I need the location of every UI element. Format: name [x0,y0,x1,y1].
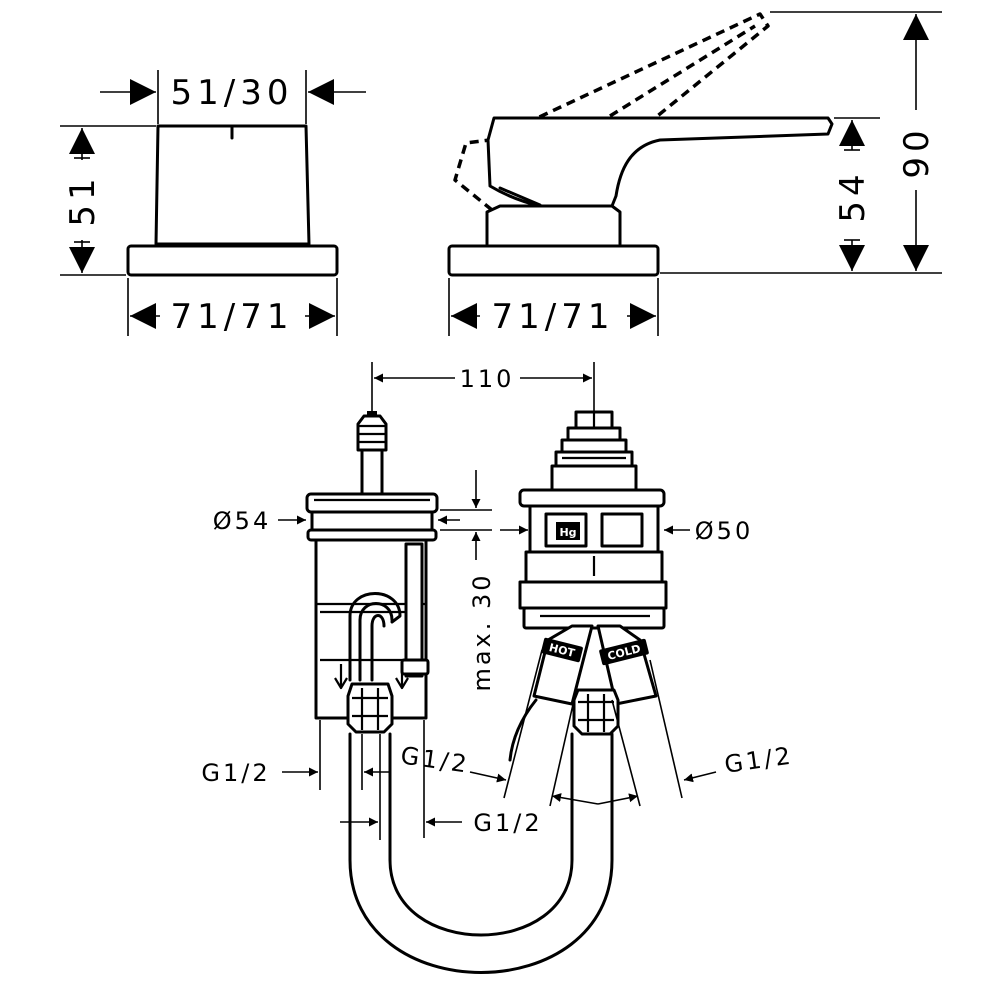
side-view: 71/71 54 90 [447,11,942,337]
dim-label-center-distance: 110 [460,365,515,393]
dim-label-left-base-width: 71/71 [171,297,294,337]
dim-label-total-height: 90 [897,125,937,178]
dim-label-right-base-width: 71/71 [492,297,615,337]
valve-logo: Hg [559,526,576,539]
front-view-body [154,124,311,246]
dim-label-right-diameter: Ø50 [695,517,753,545]
dim-label-left-height: 51 [63,173,103,226]
dim-label-thread-left-inner: G1/2 [399,741,471,778]
center-distance: 110 [371,362,595,412]
hose-outer-edge [348,732,614,974]
lower-dimensions: Ø54 max. 30 Ø50 G1/2 G1/2 G1/2 [201,470,795,840]
hose-inner-edge [388,732,574,937]
left-valve-elbow [358,602,394,682]
hot-tag: HOT [548,641,577,660]
dim-label-left-diameter: Ø54 [213,507,271,535]
right-valve-flange [518,488,666,508]
right-valve-body: Hg HOT COLD [518,410,668,736]
left-valve-body [305,411,439,734]
side-view-body [485,204,622,246]
right-valve-nut [572,688,620,736]
side-view-lever [486,116,834,208]
dim-label-thread-left-outer: G1/2 [201,759,270,787]
dim-label-top-width: 51/30 [171,73,294,113]
dim-label-thread-center: G1/2 [473,809,542,837]
dim-label-max-thickness: max. 30 [468,572,496,691]
left-valve-nut [346,682,394,734]
left-valve-flange [305,492,439,514]
dim-label-spout-height: 54 [833,169,873,222]
connecting-hose [348,698,614,974]
front-view: 51/30 51 71/71 [60,70,366,337]
dim-label-thread-right: G1/2 [723,741,795,778]
front-view-base [126,244,339,277]
side-view-base [447,244,660,277]
